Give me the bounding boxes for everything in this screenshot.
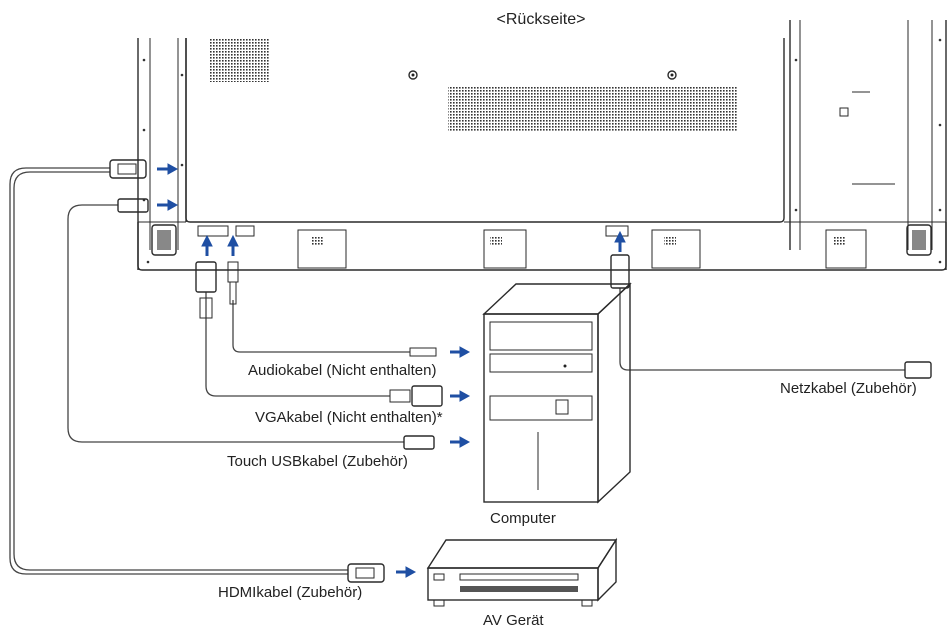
vga-cable-label: VGAkabel (Nicht enthalten)* [255, 409, 443, 426]
usb-cable-label: Touch USBkabel (Zubehör) [227, 453, 408, 470]
usb-in-arrow [157, 199, 179, 211]
audio-cable [227, 261, 437, 357]
usb-out-arrow [450, 436, 471, 448]
rear-view-title: <Rückseite> [497, 11, 586, 28]
hdmi-out-arrow [396, 566, 417, 578]
vga-cable [195, 261, 443, 407]
power-cable-label: Netzkabel (Zubehör) [780, 380, 917, 397]
audio-cable-label: Audiokabel (Nicht enthalten) [248, 362, 436, 379]
usb-cable [67, 198, 435, 450]
computer-tower [482, 282, 632, 504]
computer-label: Computer [490, 510, 556, 527]
power-up-arrow [614, 230, 626, 252]
audio-out-arrow [450, 346, 471, 358]
vga-out-arrow [450, 390, 471, 402]
vga-up-arrow [201, 234, 213, 256]
hdmi-cable [9, 159, 385, 583]
av-device [426, 537, 618, 607]
hdmi-cable-label: HDMIkabel (Zubehör) [218, 584, 362, 601]
power-cable [610, 254, 932, 379]
monitor-rear [137, 20, 947, 271]
connection-arrows [157, 163, 626, 578]
speaker-box [297, 229, 867, 269]
hdmi-in-arrow [157, 163, 179, 175]
audio-up-arrow [227, 234, 239, 256]
av-device-label: AV Gerät [483, 612, 544, 628]
